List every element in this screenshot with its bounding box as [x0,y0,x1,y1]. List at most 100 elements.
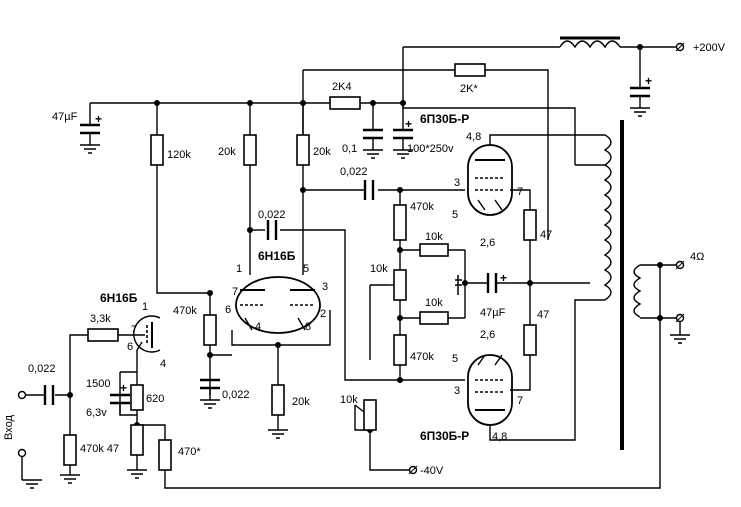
pin-7b: 7 [232,286,238,298]
pin-1a: 1 [142,301,148,313]
label-6-3v: 6,3v [86,407,107,419]
terminals [17,42,685,480]
svg-text:+: + [645,74,652,88]
label-0-022-b: 0,022 [258,209,286,221]
resistor-47-bottom [523,324,537,356]
terminal-input [17,390,27,400]
svg-text:+: + [95,112,102,126]
label-0-022-a: 0,022 [340,166,368,178]
label-10k-bias: 10k [340,394,358,406]
svg-text:+: + [120,381,127,395]
label-47-bottom: 47 [537,309,549,321]
bias-wiper-arrow [354,404,365,413]
ground-symbols [22,107,690,489]
label-0-022-c: 0,022 [222,389,250,401]
label-tube4: 6П30Б-Р [420,429,469,443]
label-120k: 120k [167,149,191,161]
resistor-120k [150,134,164,166]
tube-4-bottom [467,354,513,426]
label-100-250: 100*250v [407,143,454,155]
choke [559,36,621,49]
pin-5: 5 [303,263,309,275]
svg-text:+: + [405,117,412,131]
pin-top-3: 3 [454,177,460,189]
label-0-1: 0,1 [342,143,357,155]
resistor-10k-mid [419,311,449,325]
pin-6b: 6 [225,304,231,316]
labels: +200V 4Ω -40V Вход 47µF 120k 20k 20k 2K4… [3,42,726,477]
output-transformer [603,120,642,450]
label-minus40: -40V [420,465,444,477]
pin-3: 3 [322,281,328,293]
resistor-620 [130,384,144,411]
tube-1 [133,315,161,353]
resistor-10k-pot [393,269,407,301]
capacitors [43,86,650,405]
pin-1b: 1 [236,263,242,275]
tube-3-top [467,144,513,216]
label-20k-a: 20k [218,146,236,158]
resistor-470k-input [63,434,77,466]
pin-top-26: 2,6 [480,237,495,249]
resistor-470k-left [203,314,217,346]
label-1500: 1500 [86,378,110,390]
pin-7a: 7 [131,324,137,336]
label-470k-top: 470k [410,201,434,213]
pin-8: 8 [305,321,311,333]
capacitor-leads [89,96,641,415]
label-10k-top: 10k [425,231,443,243]
pin-top-48: 4,8 [466,131,481,143]
resistors [63,63,537,471]
tube-2 [235,276,321,334]
label-470k-mid: 470k [410,351,434,363]
pin-bot-26: 2,6 [480,329,495,341]
resistor-47-input [130,424,144,456]
resistor-47-top [523,209,537,241]
pin-bot-5: 5 [452,353,458,365]
resistor-3-3k [87,328,119,342]
label-47-top: 47 [540,229,552,241]
label-2k4: 2K4 [332,81,352,93]
label-tube2: 6Н16Б [258,249,296,263]
resistor-470k-mid [393,334,407,366]
label-4ohm: 4Ω [690,251,704,263]
resistor-20k-a [243,134,257,166]
label-input: Вход [3,415,15,440]
label-tube3: 6П30Б-Р [420,112,469,126]
resistor-20k-bottom [271,384,285,416]
junction-dots [67,44,663,433]
pin-2: 2 [320,308,326,320]
wires [22,46,681,489]
label-20k-bottom: 20k [292,396,310,408]
pin-bot-3: 3 [454,385,460,397]
pin-bot-7: 7 [517,395,523,407]
terminal-input-gnd [17,448,27,458]
resistor-2k-star [454,63,486,77]
resistor-470k-top [393,204,407,241]
label-2k-star: 2K* [460,83,478,95]
pin-top-7: 7 [517,186,523,198]
label-20k-b: 20k [313,146,331,158]
resistor-2k4 [329,96,361,110]
resistor-10k-top [419,243,449,257]
svg-text:+: + [500,271,507,285]
pin-bot-48: 4,8 [492,431,507,443]
resistor-20k-b [296,134,310,166]
resistor-470-star [158,439,172,471]
pin-6a: 6 [127,341,133,353]
pin-4a: 4 [160,358,166,370]
pin-4b: 4 [255,321,261,333]
label-0-022-in: 0,022 [28,363,56,375]
label-470k-left: 470k [173,305,197,317]
label-10k-mid: 10k [425,297,443,309]
label-470-star: 470* [178,446,201,458]
resistor-10k-bias [363,399,377,431]
label-plus200: +200V [693,42,726,54]
label-470k-47: 470k 47 [80,443,119,455]
label-10k-pot: 10k [370,263,388,275]
pin-top-5: 5 [452,209,458,221]
label-tube1: 6Н16Б [100,291,138,305]
label-47uF-left: 47µF [52,111,78,123]
label-620: 620 [146,393,164,405]
